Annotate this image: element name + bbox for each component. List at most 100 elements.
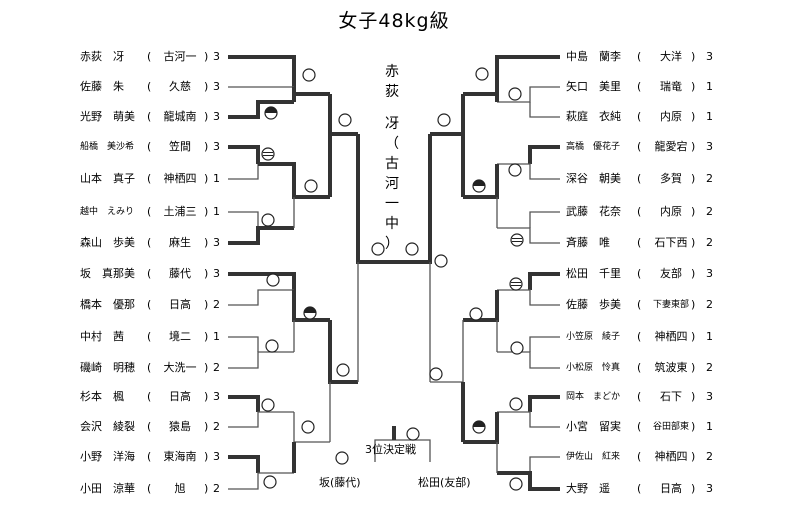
close-paren: )	[691, 330, 696, 343]
open-paren: (	[637, 110, 642, 123]
bracket-line	[228, 411, 294, 428]
player-school: 谷田部東	[652, 422, 689, 432]
player-school: 内原	[660, 205, 682, 218]
left-player-row: 小田 涼華(旭)2	[80, 481, 240, 497]
bracket-line	[497, 227, 560, 244]
open-paren: (	[637, 172, 642, 185]
left-player-row: 光野 萌美(龍城南)3	[80, 109, 240, 125]
bracket-line	[529, 102, 560, 118]
player-score: 2	[213, 361, 220, 374]
player-score: 3	[213, 110, 220, 123]
bracket-line	[228, 336, 259, 352]
bracket-line	[497, 471, 560, 491]
left-player-row: 森山 歩美(麻生)3	[80, 235, 240, 251]
player-name: 船橋 美沙希	[80, 142, 135, 152]
champion-char: ）	[385, 236, 399, 252]
right-player-row: 矢口 美里(瑞竜)1	[566, 79, 726, 95]
right-player-row: 松田 千里(友部)3	[566, 266, 726, 282]
close-paren: )	[204, 420, 209, 433]
right-player-row: 高橋 優花子(龍愛宕)3	[566, 139, 726, 155]
player-school: 藤代	[169, 267, 191, 280]
win-mark-circle-icon	[406, 427, 420, 441]
close-paren: )	[204, 482, 209, 495]
close-paren: )	[691, 450, 696, 463]
left-player-row: 佐藤 朱(久慈)3	[80, 79, 240, 95]
player-score: 2	[706, 172, 713, 185]
close-paren: )	[204, 172, 209, 185]
player-name: 橋本 優那	[80, 298, 135, 311]
close-paren: )	[204, 80, 209, 93]
player-school: 神栖四	[654, 330, 688, 343]
open-paren: (	[147, 267, 152, 280]
win-mark-circle-icon	[302, 68, 316, 82]
third-place-left-name: 坂(藤代)	[319, 476, 361, 489]
close-paren: )	[691, 390, 696, 403]
bracket-line	[528, 145, 560, 164]
player-score: 2	[213, 482, 220, 495]
win-mark-circle-icon	[263, 475, 277, 489]
bracket-line	[228, 55, 296, 87]
champion-char	[380, 102, 404, 114]
close-paren: )	[691, 50, 696, 63]
bracket-line	[228, 395, 260, 412]
player-score: 3	[706, 482, 713, 495]
win-mark-circle-icon	[371, 242, 385, 256]
open-paren: (	[637, 50, 642, 63]
player-school: 石下	[660, 390, 682, 403]
player-school: 猿島	[169, 420, 191, 433]
win-mark-half-icon	[303, 306, 317, 320]
open-paren: (	[637, 80, 642, 93]
bracket-line	[228, 455, 260, 473]
player-school: 筑波東	[654, 361, 688, 374]
open-paren: (	[147, 298, 152, 311]
bracket-line	[228, 472, 294, 490]
bracket-line	[529, 211, 560, 228]
player-school: 大洋	[660, 50, 682, 63]
win-mark-circle-icon	[508, 87, 522, 101]
open-paren: (	[637, 482, 642, 495]
third-place-right-name: 松田(友部)	[418, 476, 471, 489]
open-paren: (	[147, 236, 152, 249]
player-score: 3	[706, 390, 713, 403]
left-player-row: 越中 えみり(土浦三)1	[80, 204, 240, 220]
close-paren: )	[204, 390, 209, 403]
player-name: 小宮 留実	[566, 420, 621, 433]
player-school: 笠間	[169, 140, 191, 153]
player-school: 旭	[174, 482, 186, 495]
player-name: 光野 萌美	[80, 110, 135, 123]
player-score: 2	[706, 361, 713, 374]
player-school: 古河一	[163, 50, 197, 63]
right-player-row: 武藤 花奈(内原)2	[566, 204, 726, 220]
win-mark-half-icon	[472, 179, 486, 193]
player-school: 友部	[660, 267, 682, 280]
player-school: 土浦三	[163, 205, 197, 218]
close-paren: )	[691, 420, 696, 433]
win-mark-circle-icon	[336, 363, 350, 377]
bracket-line	[529, 336, 560, 352]
close-paren: )	[204, 50, 209, 63]
left-player-row: 山本 真子(神栖四)1	[80, 171, 240, 187]
left-player-row: 小野 洋海(東海南)3	[80, 449, 240, 465]
player-score: 1	[706, 330, 713, 343]
left-player-row: 杉本 楓(日高)3	[80, 389, 240, 405]
player-name: 矢口 美里	[566, 80, 621, 93]
player-score: 3	[213, 390, 220, 403]
player-score: 2	[706, 205, 713, 218]
win-mark-circle-icon	[266, 273, 280, 287]
win-mark-circle-icon	[508, 163, 522, 177]
close-paren: )	[691, 298, 696, 311]
player-score: 1	[213, 330, 220, 343]
open-paren: (	[147, 205, 152, 218]
player-score: 1	[706, 420, 713, 433]
win-mark-circle-icon	[261, 398, 275, 412]
win-mark-line-icon	[510, 233, 524, 247]
win-mark-circle-icon	[304, 179, 318, 193]
win-mark-circle-icon	[510, 341, 524, 355]
player-score: 3	[706, 140, 713, 153]
right-player-row: 小笠原 綾子(神栖四)1	[566, 329, 726, 345]
win-mark-circle-icon	[261, 213, 275, 227]
left-player-row: 磯崎 明穂(大洗一)2	[80, 360, 240, 376]
right-player-row: 斉藤 唯(石下西)2	[566, 235, 726, 251]
right-player-row: 小松原 怜真(筑波東)2	[566, 360, 726, 376]
win-mark-circle-icon	[509, 477, 523, 491]
